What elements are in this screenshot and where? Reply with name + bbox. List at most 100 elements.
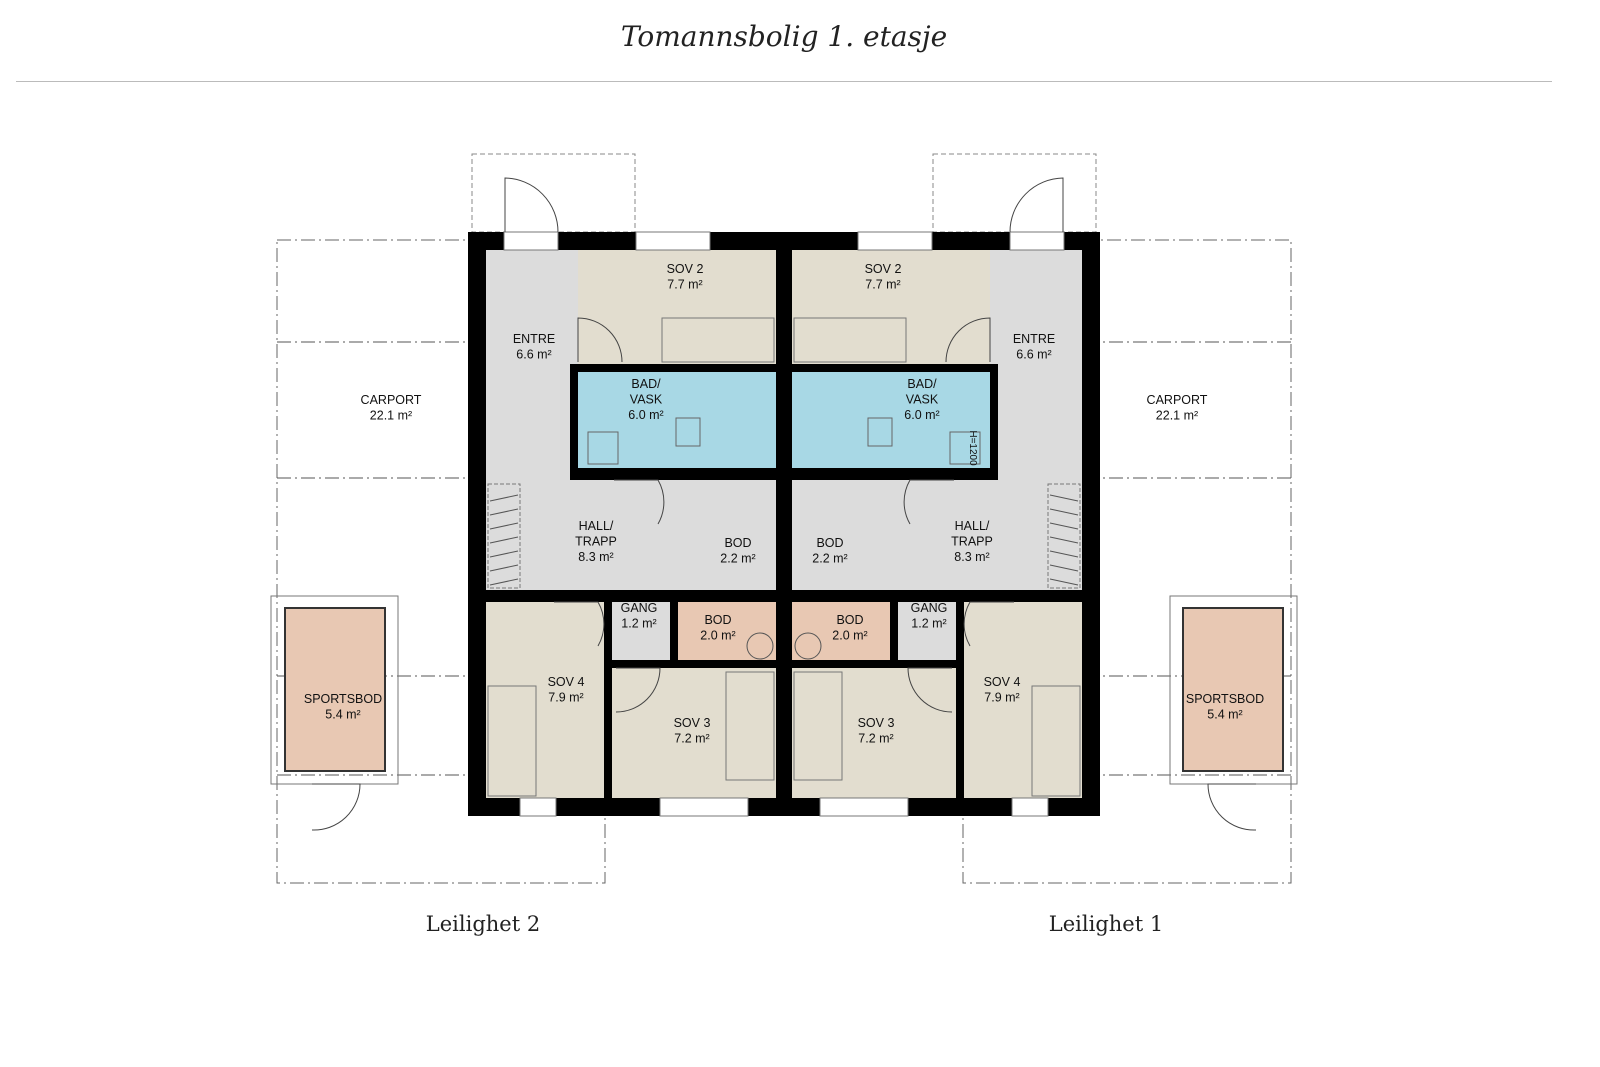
room-name: VASK [906, 393, 939, 407]
door-swing [945, 317, 991, 363]
ventilation-icon [746, 632, 774, 660]
room-area: 22.1 m² [370, 409, 412, 423]
stair-step [1049, 536, 1079, 544]
bed [793, 671, 843, 781]
room-name: TRAPP [951, 535, 993, 549]
door-swing [614, 479, 665, 525]
room-name: ENTRE [513, 332, 555, 346]
door-swing [903, 479, 954, 525]
room-area: 7.2 m² [858, 732, 893, 746]
room-name: SPORTSBOD [1186, 692, 1264, 706]
unit-label-leilighet-2: Leilighet 2 [425, 912, 541, 936]
unit-label-leilighet-1: Leilighet 1 [1048, 912, 1164, 936]
room-area: 7.7 m² [865, 278, 900, 292]
front-door-swing [504, 177, 559, 233]
room-gang [898, 602, 956, 660]
room-name: BOD [724, 536, 751, 550]
page-title: Tomannsbolig 1. etasje [620, 20, 948, 53]
room-area: 2.2 m² [720, 552, 755, 566]
room-area: 7.7 m² [667, 278, 702, 292]
stair-step [1049, 522, 1079, 530]
room-area: 2.0 m² [700, 629, 735, 643]
stair-step [489, 508, 519, 516]
bed [1031, 685, 1081, 797]
room-area: 5.4 m² [1207, 708, 1242, 722]
room-name: HALL/ [955, 519, 990, 533]
room-area: 2.2 m² [812, 552, 847, 566]
sportsbod-door-swing [311, 783, 361, 831]
room-name: BOD [704, 613, 731, 627]
room-name: HALL/ [579, 519, 614, 533]
room-area: 6.6 m² [1016, 348, 1051, 362]
stairs [1047, 483, 1081, 589]
room-area: 6.6 m² [516, 348, 551, 362]
stair-step [489, 536, 519, 544]
room-area: 6.0 m² [904, 408, 939, 422]
height-annotation: H=1200 [967, 430, 978, 466]
room-name: TRAPP [575, 535, 617, 549]
room-sportsbod [284, 607, 386, 772]
window [659, 797, 749, 817]
bed [725, 671, 775, 781]
stairs [487, 483, 521, 589]
room-name: SOV 3 [674, 716, 711, 730]
room-name: GANG [911, 601, 948, 615]
room-area: 1.2 m² [911, 617, 946, 631]
room-sov-4 [964, 602, 1082, 798]
room-area: 8.3 m² [578, 550, 613, 564]
canopy-outline [471, 153, 636, 233]
room-area: 7.9 m² [984, 691, 1019, 705]
front-door-opening [1009, 231, 1065, 251]
sportsbod-door-swing [1207, 783, 1257, 831]
room-name: GANG [621, 601, 658, 615]
room-sov-2 [792, 250, 990, 364]
room-area: 8.3 m² [954, 550, 989, 564]
stair-step [1049, 508, 1079, 516]
room-bod-small [792, 602, 890, 660]
stair-step [489, 494, 519, 502]
stair-step [489, 522, 519, 530]
room-name: SOV 3 [858, 716, 895, 730]
front-door-swing [1009, 177, 1064, 233]
room-bod-small [678, 602, 776, 660]
door-swing [615, 667, 661, 713]
title-divider [16, 81, 1552, 82]
bed [487, 685, 537, 797]
window [635, 231, 711, 251]
door-swing [907, 667, 953, 713]
room-area: 22.1 m² [1156, 409, 1198, 423]
room-area: 1.2 m² [621, 617, 656, 631]
room-name: SPORTSBOD [304, 692, 382, 706]
room-name: SOV 2 [865, 262, 902, 276]
room-name: ENTRE [1013, 332, 1055, 346]
door-swing [554, 601, 605, 647]
stair-step [1049, 550, 1079, 558]
toilet [949, 431, 981, 465]
room-gang [612, 602, 670, 660]
room-area: 2.0 m² [832, 629, 867, 643]
sink [675, 417, 701, 447]
window [1011, 797, 1049, 817]
door-swing [963, 601, 1014, 647]
room-area: 5.4 m² [325, 708, 360, 722]
stair-step [1049, 564, 1079, 572]
room-area: 7.9 m² [548, 691, 583, 705]
window [857, 231, 933, 251]
room-sov-3 [792, 668, 956, 798]
room-bad-vask [578, 372, 776, 468]
bed [793, 317, 907, 363]
room-name: BOD [816, 536, 843, 550]
room-area: 7.2 m² [674, 732, 709, 746]
stair-step [489, 578, 519, 586]
room-sov-3 [612, 668, 776, 798]
toilet [587, 431, 619, 465]
room-name: CARPORT [361, 393, 422, 407]
room-name: BAD/ [907, 377, 937, 391]
door-swing [577, 317, 623, 363]
stair-step [489, 550, 519, 558]
sink [867, 417, 893, 447]
bed [661, 317, 775, 363]
room-sov-4 [486, 602, 604, 798]
room-area: 6.0 m² [628, 408, 663, 422]
